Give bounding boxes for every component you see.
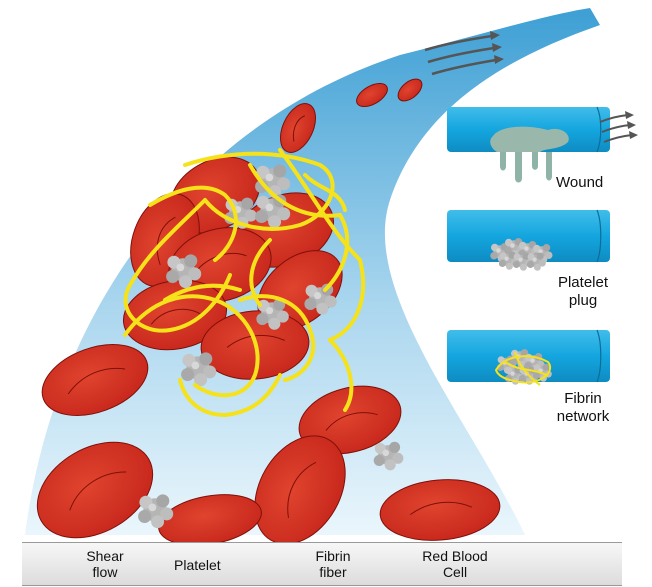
platelet-plug-label: Platelet plug (548, 274, 618, 310)
wound-tube (447, 107, 638, 183)
legend-red-blood-cell-line1: Red Blood (410, 548, 500, 564)
platelet-plug-label-line2: plug (548, 292, 618, 310)
legend-red-blood-cell: Red Blood Cell (410, 548, 500, 580)
fibrin-network-label-line1: Fibrin (548, 390, 618, 408)
legend-platelet: Platelet (174, 557, 244, 573)
legend-fibrin-fiber: Fibrin fiber (308, 548, 358, 580)
legend-platelet-text: Platelet (174, 557, 221, 573)
legend-fibrin-fiber-line2: fiber (308, 564, 358, 580)
legend-red-blood-cell-line2: Cell (410, 564, 500, 580)
platelet-plug-tube (447, 210, 610, 271)
fibrin-network-label: Fibrin network (548, 390, 618, 426)
platelet-plug-label-line1: Platelet (548, 274, 618, 292)
legend-shear-flow-line2: flow (80, 564, 130, 580)
wound-label-text: Wound (556, 174, 603, 191)
fibrin-network-tube (447, 330, 610, 385)
legend-shear-flow: Shear flow (80, 548, 130, 580)
fibrin-network-label-line2: network (548, 408, 618, 426)
legend-fibrin-fiber-line1: Fibrin (308, 548, 358, 564)
legend-shear-flow-line1: Shear (80, 548, 130, 564)
wound-label: Wound (556, 174, 626, 192)
